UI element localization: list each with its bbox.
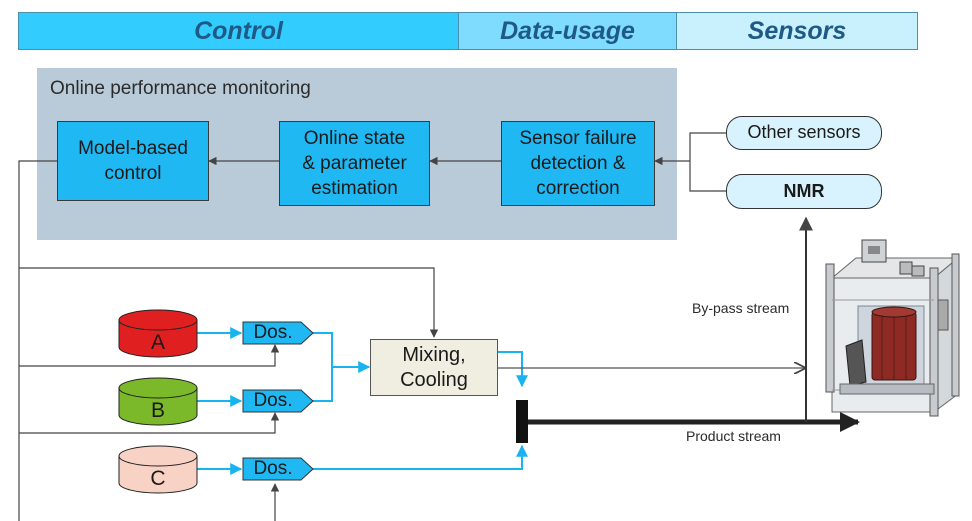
- other-sensors-node: Other sensors: [726, 116, 882, 150]
- model-based-control-block: Model-based control: [57, 121, 209, 201]
- control-signal-lines: [18, 160, 439, 521]
- state-estimation-block: Online state & parameter estimation: [279, 121, 430, 206]
- sensor-failure-block: Sensor failure detection & correction: [501, 121, 655, 206]
- dosing-unit-a: [242, 321, 314, 345]
- tank-a-label: A: [150, 331, 165, 354]
- arrow-sensors-to-sensorfail: [654, 132, 726, 192]
- header-data-usage: Data-usage: [458, 12, 677, 50]
- stream-junction: [516, 400, 528, 443]
- mixing-cooling-block: Mixing, Cooling: [370, 339, 498, 396]
- dosing-a-label: Dos.: [253, 322, 293, 343]
- product-stream-label: Product stream: [686, 428, 781, 444]
- bypass-stream-label: By-pass stream: [692, 300, 790, 316]
- header-sensors: Sensors: [676, 12, 918, 50]
- tank-c-label: C: [150, 467, 166, 490]
- feed-flow-lines: [197, 327, 528, 475]
- dosing-c-label: Dos.: [253, 458, 293, 479]
- tank-c: [118, 445, 198, 494]
- dosing-unit-b: [242, 389, 314, 413]
- tank-b: [118, 377, 198, 426]
- tank-a: [118, 309, 198, 358]
- dosing-b-label: Dos.: [253, 390, 293, 411]
- monitoring-panel-title: Online performance monitoring: [50, 78, 311, 99]
- reactor-icon: [825, 239, 960, 417]
- tank-b-label: B: [150, 399, 165, 422]
- nmr-node: NMR: [726, 174, 882, 209]
- header-control: Control: [18, 12, 459, 50]
- dosing-unit-c: [242, 457, 314, 481]
